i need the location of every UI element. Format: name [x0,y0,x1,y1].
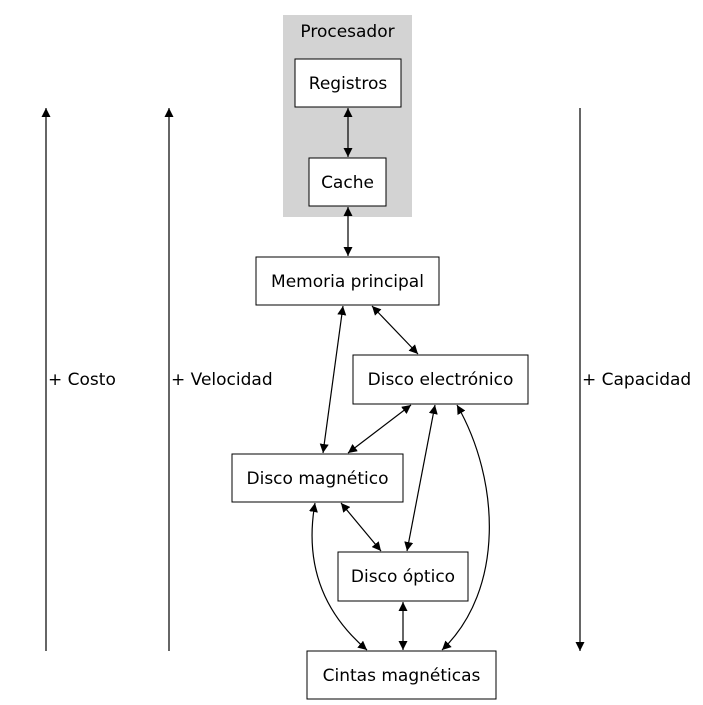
axis-velocidad: + Velocidad [164,108,273,651]
node-disco-magnetico: Disco magnético [231,453,404,503]
axis-velocidad-label: + Velocidad [171,370,273,390]
node-disco-electronico-label: Disco electrónico [368,370,514,390]
node-registros-label: Registros [309,74,388,94]
edge-magnetico-optico [340,502,382,552]
axis-capacidad-label: + Capacidad [582,370,691,390]
axis-costo-label: + Costo [48,370,116,390]
edge-memoria-magnetico [319,305,347,454]
node-cache-label: Cache [321,173,374,193]
processor-title: Procesador [300,22,394,42]
edge-electronico-cintas [441,404,490,651]
node-memoria-principal: Memoria principal [255,256,440,306]
edge-memoria-electronico [371,305,419,355]
node-cintas-magneticas-label: Cintas magnéticas [323,666,481,686]
node-cache: Cache [308,157,387,207]
node-disco-magnetico-label: Disco magnético [247,469,389,489]
node-disco-optico-label: Disco óptico [351,567,455,587]
node-disco-optico: Disco óptico [337,551,469,602]
axis-costo: + Costo [41,108,116,651]
node-disco-electronico: Disco electrónico [352,354,529,405]
node-cintas-magneticas: Cintas magnéticas [306,650,497,700]
edge-electronico-magnetico [347,404,412,454]
edge-magnetico-cintas [309,502,368,651]
axis-capacidad: + Capacidad [575,108,691,651]
edge-electronico-optico [404,404,438,552]
node-registros: Registros [294,58,402,108]
node-memoria-principal-label: Memoria principal [271,272,424,292]
